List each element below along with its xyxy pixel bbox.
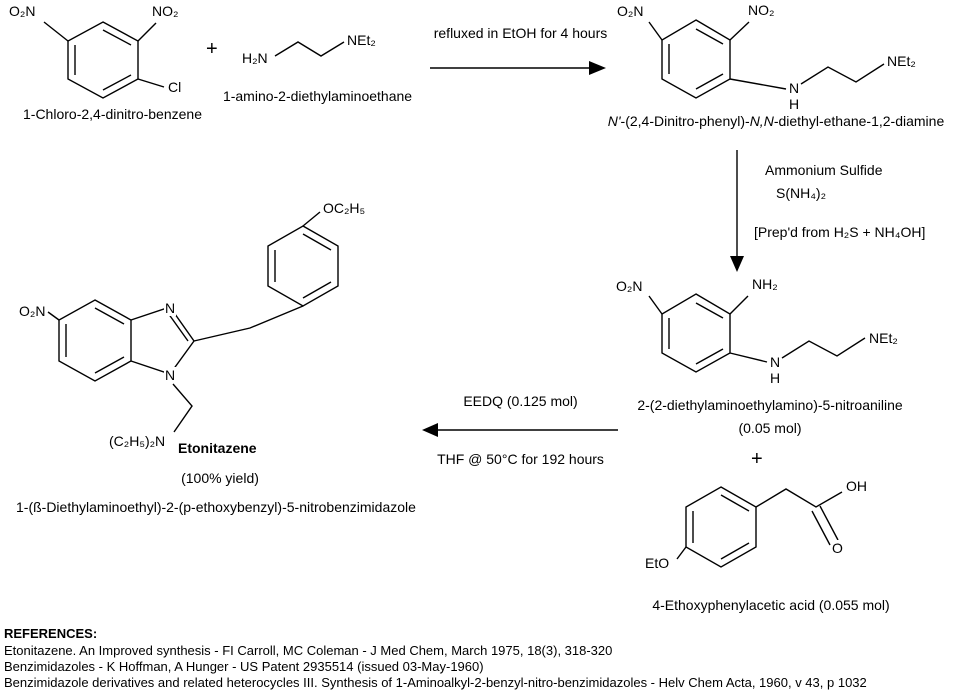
nitrogen-label: N bbox=[769, 354, 782, 370]
step1-product-name: N'-(2,4-Dinitro-phenyl)-N,N-diethyl-etha… bbox=[578, 113, 974, 129]
step2-condition-line2: S(NH₄)₂ bbox=[776, 185, 827, 201]
chloro-label: Cl bbox=[167, 79, 183, 95]
hydrogen-label: H bbox=[769, 370, 782, 386]
reaction-arrow-step1 bbox=[430, 61, 606, 75]
plus-sign: + bbox=[206, 38, 218, 60]
step1-product-name-part2: -(2,4-Dinitro-phenyl)- bbox=[620, 113, 750, 129]
carbonyl-oxygen-label: O bbox=[831, 540, 844, 556]
nitro-group-label: O₂N bbox=[8, 3, 37, 19]
step2-condition-line3: [Prep'd from H₂S + NH₄OH] bbox=[754, 224, 926, 240]
diethylamino-group-label: NEt₂ bbox=[346, 32, 377, 48]
step3-reactant-name: 4-Ethoxyphenylacetic acid (0.055 mol) bbox=[652, 597, 890, 613]
reference-item: Etonitazene. An Improved synthesis - FI … bbox=[4, 643, 613, 658]
step1-product-name-part4: -diethyl-ethane-1,2-diamine bbox=[773, 113, 945, 129]
nitro-group-label: O₂N bbox=[616, 3, 645, 19]
nitroaniline-product-bonds bbox=[648, 293, 866, 373]
nitrogen-label: N bbox=[788, 80, 801, 96]
nitro-group-label: NO₂ bbox=[151, 3, 180, 19]
reaction-arrow-step2 bbox=[730, 150, 744, 272]
amine-group-label: H₂N bbox=[241, 50, 269, 66]
amine-group-label: NH₂ bbox=[751, 276, 779, 292]
chlorodinitrobenzene-bonds bbox=[43, 21, 165, 99]
step1-product-name-italic3: N,N bbox=[749, 113, 774, 129]
nitro-group-label: NO₂ bbox=[747, 2, 776, 18]
nitro-group-label: O₂N bbox=[615, 278, 644, 294]
final-product-systematic-name: 1-(ß-Diethylaminoethyl)-2-(p-ethoxybenzy… bbox=[16, 499, 416, 515]
step2-product-amount: (0.05 mol) bbox=[738, 420, 802, 436]
ethoxyphenylacetic-acid-bonds bbox=[676, 486, 843, 568]
ethoxy-group-label: OC₂H₅ bbox=[322, 200, 367, 216]
dinitrophenyl-diamine-bonds bbox=[648, 19, 885, 99]
arrowhead-down-icon bbox=[730, 256, 744, 272]
reactant2-name: 1-amino-2-diethylaminoethane bbox=[222, 88, 413, 104]
diethylamino-group-label: NEt₂ bbox=[868, 330, 899, 346]
arrowhead-left-icon bbox=[422, 423, 438, 437]
imidazole-n1-label: N bbox=[164, 367, 177, 383]
step3-condition-top: EEDQ (0.125 mol) bbox=[463, 393, 578, 409]
hydrogen-label: H bbox=[788, 96, 801, 112]
etonitazene-bonds bbox=[47, 211, 339, 433]
diethylamino-group-label: (C₂H₅)₂N bbox=[108, 433, 167, 449]
step2-condition-line1: Ammonium Sulfide bbox=[765, 162, 883, 178]
references-heading: REFERENCES: bbox=[4, 626, 98, 641]
reactant1-name: 1-Chloro-2,4-dinitro-benzene bbox=[23, 106, 202, 122]
step3-condition-bottom: THF @ 50°C for 192 hours bbox=[437, 451, 604, 467]
hydroxyl-group-label: OH bbox=[845, 478, 868, 494]
aminodiethylaminoethane-bonds bbox=[274, 41, 345, 57]
nitro-group-label: O₂N bbox=[18, 303, 47, 319]
imidazole-n3-label: N bbox=[164, 300, 177, 316]
plus-sign: + bbox=[751, 448, 763, 470]
step2-product-name: 2-(2-diethylaminoethylamino)-5-nitroanil… bbox=[637, 397, 903, 413]
reference-item: Benzimidazoles - K Hoffman, A Hunger - U… bbox=[4, 659, 484, 674]
step1-condition: refluxed in EtOH for 4 hours bbox=[433, 25, 608, 41]
diethylamino-group-label: NEt₂ bbox=[886, 53, 917, 69]
reaction-arrow-step3 bbox=[422, 423, 618, 437]
final-product-yield: (100% yield) bbox=[181, 470, 259, 486]
reference-item: Benzimidazole derivatives and related he… bbox=[4, 675, 867, 690]
arrowhead-right-icon bbox=[589, 61, 606, 75]
ethoxy-group-label: EtO bbox=[644, 555, 671, 571]
final-product-title: Etonitazene bbox=[178, 440, 257, 456]
step1-product-name-italic1: N' bbox=[607, 113, 621, 129]
